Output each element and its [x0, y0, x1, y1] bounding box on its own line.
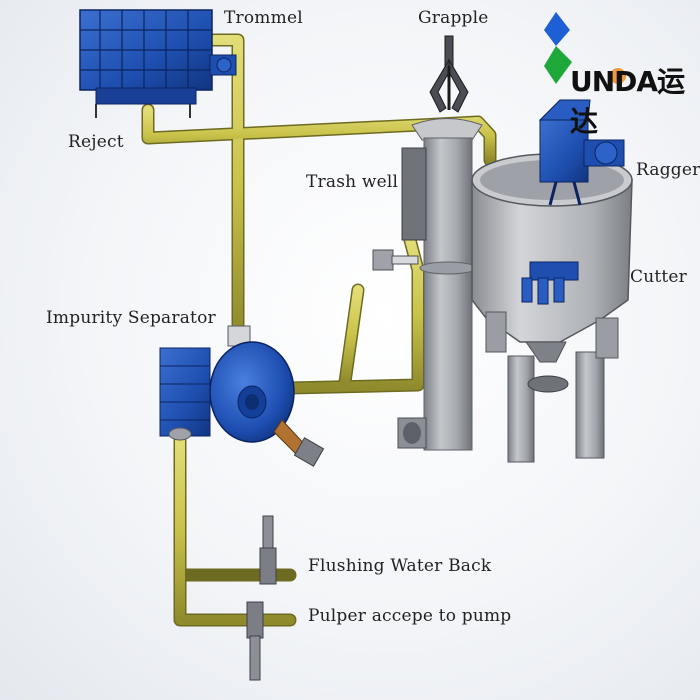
accept-valve	[246, 601, 264, 681]
grapple-claw	[429, 35, 469, 113]
pipe-network	[141, 33, 497, 627]
inlet-valve	[372, 249, 419, 271]
label-cutter: Cutter	[630, 267, 688, 287]
label-pulper-accept: Pulper accepe to pump	[308, 606, 512, 626]
impurity-separator	[159, 325, 325, 467]
flushing-water-valve	[259, 515, 277, 585]
trash-well	[397, 118, 483, 451]
ragger-machine	[538, 99, 625, 206]
label-impurity-separator: Impurity Separator	[46, 308, 216, 328]
unda-logo-text: UNDA运达	[570, 65, 685, 138]
unda-logo-mark	[544, 12, 626, 84]
label-grapple: Grapple	[418, 8, 489, 28]
label-flushing-water-back: Flushing Water Back	[308, 556, 492, 576]
label-reject: Reject	[68, 132, 124, 152]
label-ragger: Ragger	[636, 160, 700, 180]
cutter-assembly	[521, 261, 579, 305]
label-trash-well: Trash well	[306, 172, 399, 192]
trommel-machine	[79, 9, 237, 118]
label-trommel: Trommel	[224, 8, 303, 28]
pulper-tank	[471, 153, 633, 463]
